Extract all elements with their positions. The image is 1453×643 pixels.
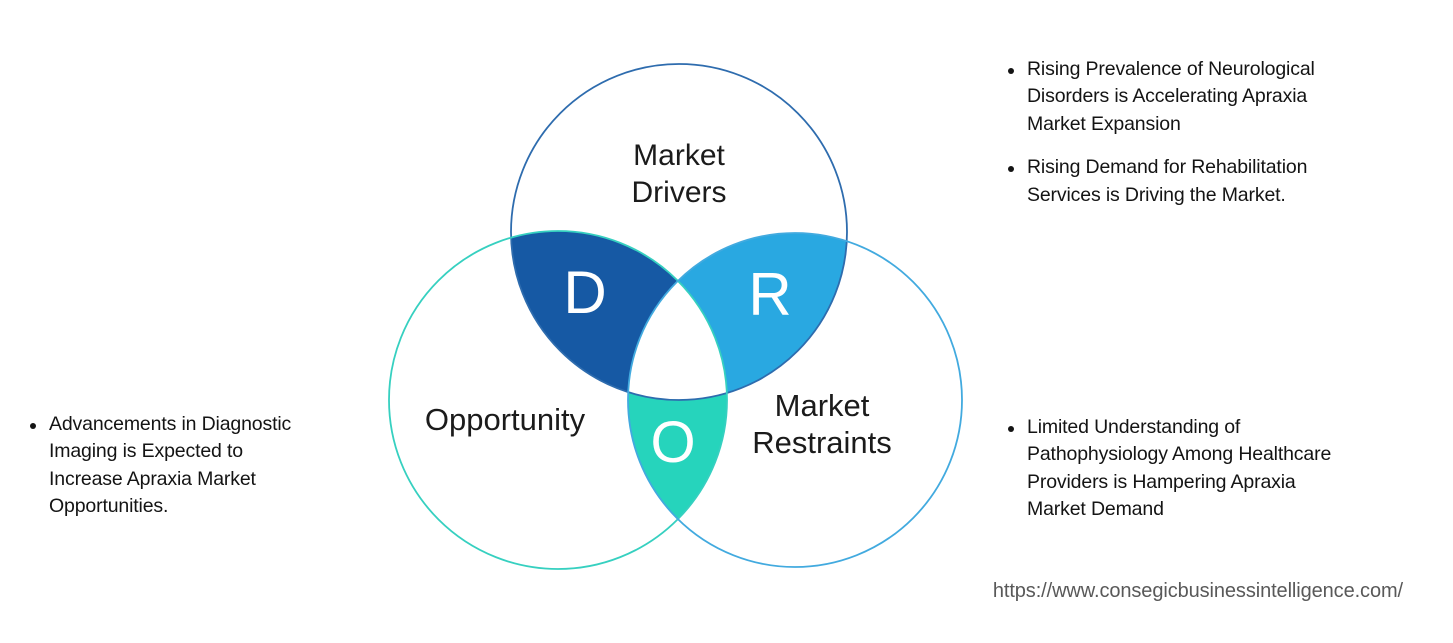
drivers-circle <box>510 63 848 401</box>
text-line: Opportunities. <box>49 495 169 518</box>
bullet-item: Rising Prevalence of Neurological Disord… <box>1008 56 1438 138</box>
bullet-dot <box>30 423 36 429</box>
text-line: Providers is Hampering Apraxia <box>1027 470 1296 493</box>
text-line: Market Demand <box>1027 498 1164 521</box>
bullet-text: Rising Demand for Rehabilitation Service… <box>1027 154 1307 209</box>
text-line: Advancements in Diagnostic <box>49 413 292 435</box>
opportunity-circle <box>388 230 728 570</box>
bullet-dot <box>1008 166 1014 173</box>
restraints-label-line2: Restraints <box>752 425 892 460</box>
text-line: Imaging is Expected to <box>49 440 243 463</box>
restraints-bullet-list: Limited Understanding of Pathophysiology… <box>1008 414 1438 524</box>
restraints-label-line1: Market <box>775 388 870 423</box>
bullet-text: Limited Understanding of Pathophysiology… <box>1027 414 1331 524</box>
bullet-dot <box>1008 68 1014 74</box>
bullet-item: Rising Demand for Rehabilitation Service… <box>1008 154 1438 209</box>
lens-letter-o: O <box>650 410 695 475</box>
text-line: Disorders is Accelerating Apraxia <box>1027 85 1308 108</box>
source-url: https://www.consegicbusinessintelligence… <box>992 580 1403 602</box>
restraints-circle <box>627 232 963 568</box>
drivers-restraints-lens <box>628 233 847 400</box>
text-line: Market Expansion <box>1027 112 1181 135</box>
text-line: Rising Demand for Rehabilitation <box>1027 156 1308 179</box>
text-line: Rising Prevalence of Neurological <box>1027 58 1315 80</box>
opportunity-label: Opportunity <box>425 402 586 437</box>
bullet-text: Advancements in Diagnostic Imaging is Ex… <box>49 411 291 521</box>
bullet-dot <box>1008 426 1014 432</box>
text-line: Services is Driving the Market. <box>1027 183 1286 206</box>
bullet-item: Advancements in Diagnostic Imaging is Ex… <box>30 411 390 521</box>
drivers-label-line1: Market <box>633 139 725 172</box>
drivers-label-line2: Drivers <box>632 176 727 209</box>
bullet-text: Rising Prevalence of Neurological Disord… <box>1027 56 1315 138</box>
drivers-bullet-list: Rising Prevalence of Neurological Disord… <box>1008 56 1438 209</box>
lens-letter-r: R <box>748 261 791 328</box>
text-line: Limited Understanding of <box>1027 416 1241 438</box>
bullet-item: Limited Understanding of Pathophysiology… <box>1008 414 1438 524</box>
text-line: Pathophysiology Among Healthcare <box>1027 443 1332 466</box>
drivers-restraints-lens-fill <box>628 233 847 400</box>
text-line: Increase Apraxia Market <box>49 467 256 490</box>
opportunity-bullet-list: Advancements in Diagnostic Imaging is Ex… <box>30 411 390 521</box>
lens-letter-d: D <box>563 259 606 326</box>
